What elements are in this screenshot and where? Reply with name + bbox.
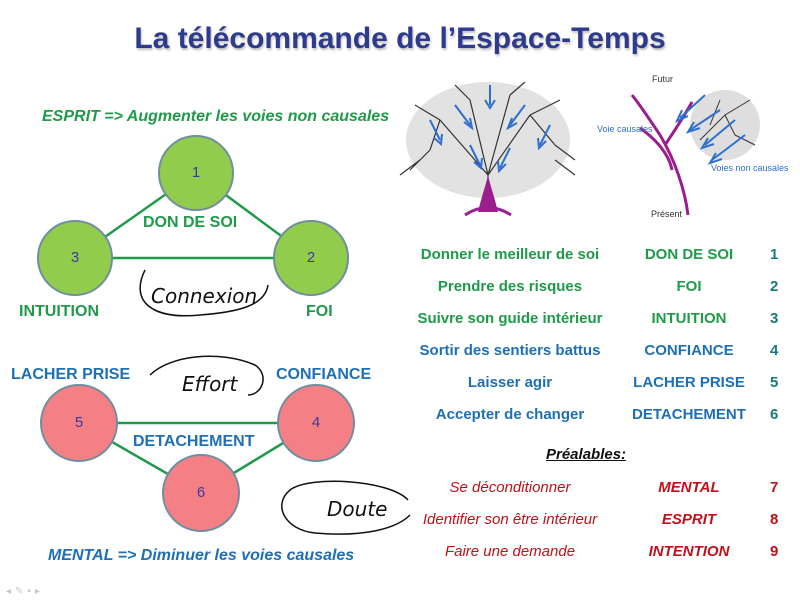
mental-heading: MENTAL => Diminuer les voies causales — [48, 547, 355, 564]
node-2-number: 2 — [306, 249, 316, 266]
node-3-number: 3 — [70, 249, 80, 266]
table-row-1-keyword: DON DE SOI — [644, 246, 734, 263]
effort-callout: Effort — [182, 372, 238, 396]
prealable-row-7-number: 7 — [770, 479, 779, 496]
table-row-5-number: 5 — [770, 374, 779, 391]
table-row-6-action: Accepter de changer — [435, 406, 585, 423]
node-4-label: CONFIANCE — [276, 366, 372, 383]
node-1-number: 1 — [191, 164, 201, 181]
node-1-circle — [158, 135, 234, 211]
voie-causales-label: Voie causales — [597, 124, 653, 134]
present-label: Présent — [651, 209, 683, 219]
prealable-row-7-action: Se déconditionner — [449, 479, 571, 496]
prealable-row-9-number: 9 — [770, 543, 779, 560]
prealable-row-9-action: Faire une demande — [444, 543, 576, 560]
top-edge-label: DON DE SOI — [143, 214, 238, 231]
prealables-heading: Préalables: — [546, 446, 627, 463]
page-title: La télécommande de l’Espace-Temps — [134, 22, 666, 55]
prealable-row-9-keyword: INTENTION — [648, 543, 730, 560]
table-row-2-number: 2 — [770, 278, 779, 295]
node-4-number: 4 — [311, 414, 321, 431]
table-row-3-action: Suivre son guide intérieur — [417, 310, 603, 327]
doute-callout: Doute — [327, 497, 388, 521]
connexion-curve — [139, 269, 269, 317]
node-2-circle — [273, 220, 349, 296]
table-row-2-keyword: FOI — [676, 278, 702, 295]
table-row-1-action: Donner le meilleur de soi — [420, 246, 600, 263]
prealable-row-8-keyword: ESPRIT — [661, 511, 717, 528]
esprit-heading: ESPRIT => Augmenter les voies non causal… — [42, 108, 390, 125]
causal-paths-illustration — [630, 90, 760, 216]
node-5-label: LACHER PRISE — [11, 366, 131, 383]
node-3-label: INTUITION — [19, 303, 99, 320]
futur-label: Futur — [652, 74, 674, 84]
table-row-4-keyword: CONFIANCE — [644, 342, 734, 359]
prealable-row-7-keyword: MENTAL — [658, 479, 720, 496]
slideshow-controls[interactable]: ◂✎▪▸ — [6, 586, 44, 597]
doute-curve — [281, 480, 411, 535]
prealable-row-8-action: Identifier son être intérieur — [422, 511, 598, 528]
pen-icon[interactable]: ✎ — [15, 586, 28, 597]
table-row-3-keyword: INTUITION — [651, 310, 727, 327]
table-row-2-action: Prendre des risques — [437, 278, 583, 295]
prealable-row-8-number: 8 — [770, 511, 779, 528]
table-row-5-action: Laisser agir — [467, 374, 553, 391]
table-row-1-number: 1 — [770, 246, 779, 263]
table-row-4-action: Sortir des sentiers battus — [419, 342, 601, 359]
node-2-label: FOI — [306, 303, 333, 320]
tree-illustration — [398, 80, 580, 217]
node-3-circle — [37, 220, 113, 296]
voies-non-causales-label: Voies non causales — [711, 163, 789, 173]
connexion-callout: Connexion — [151, 284, 258, 308]
table-row-3-number: 3 — [770, 310, 779, 327]
node-6-number: 6 — [196, 484, 206, 501]
node-5-circle — [40, 384, 118, 462]
table-row-6-number: 6 — [770, 406, 779, 423]
node-6-circle — [162, 454, 240, 532]
table-row-4-number: 4 — [770, 342, 779, 359]
table-row-6-keyword: DETACHEMENT — [632, 406, 746, 423]
node-5-number: 5 — [74, 414, 84, 431]
table-row-5-keyword: LACHER PRISE — [633, 374, 745, 391]
prev-arrow-icon[interactable]: ◂ — [6, 586, 16, 597]
menu-icon[interactable]: ▪ — [27, 586, 35, 597]
node-4-circle — [277, 384, 355, 462]
bottom-edge-label: DETACHEMENT — [133, 433, 255, 450]
next-arrow-icon[interactable]: ▸ — [34, 586, 44, 597]
effort-curve — [149, 355, 264, 396]
